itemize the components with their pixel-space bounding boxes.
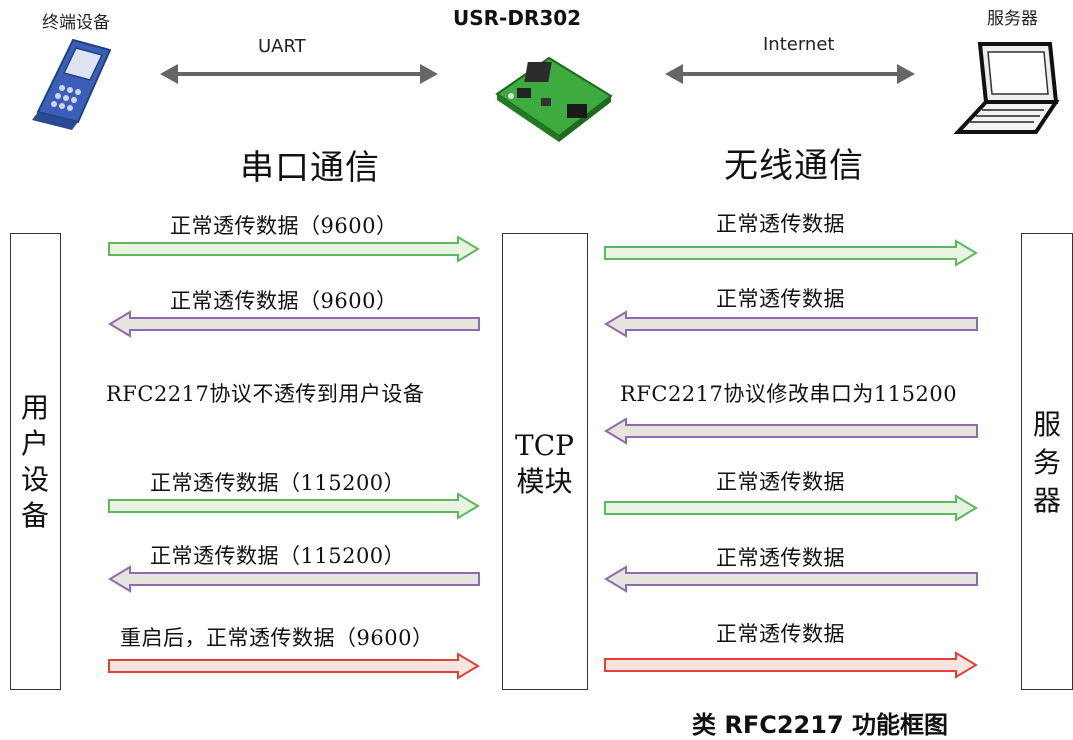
user-device-char: 设 bbox=[20, 463, 49, 496]
tcp-module-line: 模块 bbox=[516, 465, 573, 498]
left-message-label: 重启后，正常透传数据（9600） bbox=[120, 626, 434, 650]
right-message-label: 正常透传数据 bbox=[716, 287, 845, 311]
right-arrow-left-purple bbox=[604, 565, 978, 593]
left-message-label: 正常透传数据（9600） bbox=[170, 289, 398, 313]
tcp-module-box: TCP 模块 bbox=[502, 233, 588, 690]
server-char: 服 bbox=[1032, 408, 1061, 441]
left-arrow-right-green bbox=[108, 492, 480, 520]
serial-heading: 串口通信 bbox=[240, 148, 380, 188]
right-message-label: RFC2217协议修改串口为115200 bbox=[620, 382, 958, 406]
internet-double-arrow bbox=[665, 64, 915, 84]
server-char: 器 bbox=[1032, 484, 1061, 517]
diagram-caption: 类 RFC2217 功能框图 bbox=[692, 711, 948, 739]
terminal-label: 终端设备 bbox=[42, 13, 110, 33]
right-message-label: 正常透传数据 bbox=[716, 212, 845, 236]
right-message-label: 正常透传数据 bbox=[716, 470, 845, 494]
left-arrow-right-red bbox=[108, 652, 480, 680]
user-device-char: 备 bbox=[20, 499, 49, 532]
user-device-box: 用 户 设 备 bbox=[10, 233, 61, 690]
left-message-label: RFC2217协议不透传到用户设备 bbox=[106, 382, 425, 406]
left-arrow-left-purple bbox=[108, 310, 480, 338]
handheld-terminal-icon bbox=[32, 38, 112, 130]
left-message-label: 正常透传数据（115200） bbox=[150, 471, 406, 495]
left-message-label: 正常透传数据（9600） bbox=[170, 214, 398, 238]
right-arrow-right-green bbox=[604, 239, 978, 267]
server-label: 服务器 bbox=[987, 9, 1038, 29]
left-arrow-right-green bbox=[108, 235, 480, 263]
left-arrow-left-purple bbox=[108, 565, 480, 593]
user-device-char: 用 bbox=[20, 391, 49, 424]
right-message-label: 正常透传数据 bbox=[716, 622, 845, 646]
right-arrow-right-red bbox=[604, 651, 978, 679]
circuit-board-icon bbox=[495, 56, 613, 142]
uart-label: UART bbox=[258, 36, 306, 57]
server-box: 服 务 器 bbox=[1021, 233, 1073, 690]
internet-label: Internet bbox=[763, 34, 835, 55]
device-name: USR-DR302 bbox=[453, 6, 582, 30]
right-message-label: 正常透传数据 bbox=[716, 546, 845, 570]
server-char: 务 bbox=[1032, 446, 1061, 479]
tcp-module-line: TCP bbox=[515, 429, 574, 462]
laptop-icon bbox=[953, 42, 1060, 134]
wireless-heading: 无线通信 bbox=[724, 146, 864, 186]
user-device-char: 户 bbox=[20, 427, 49, 460]
left-message-label: 正常透传数据（115200） bbox=[150, 544, 406, 568]
right-arrow-left-purple bbox=[604, 310, 978, 338]
uart-double-arrow bbox=[160, 64, 438, 84]
right-arrow-right-green bbox=[604, 494, 978, 522]
right-arrow-left-purple bbox=[604, 417, 978, 445]
